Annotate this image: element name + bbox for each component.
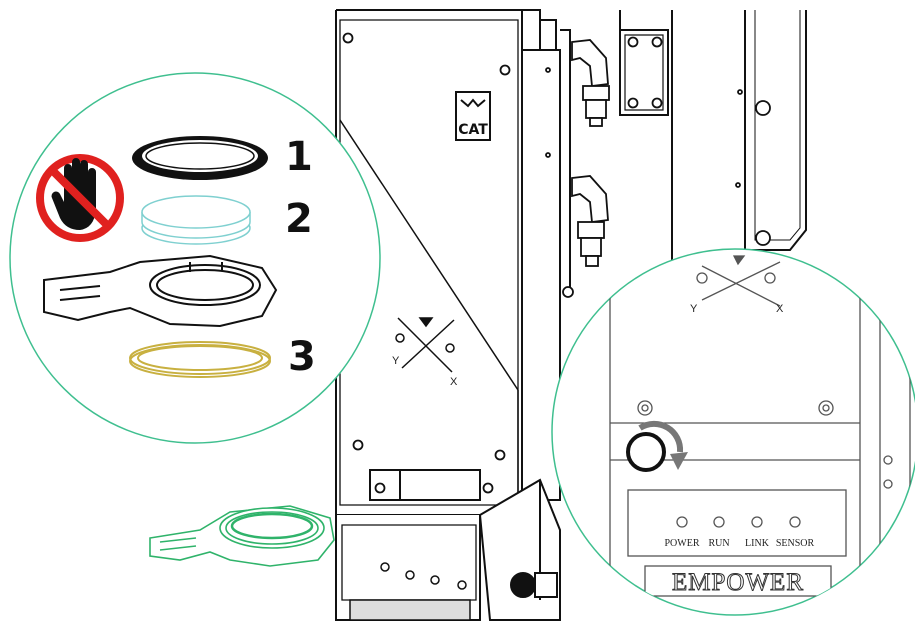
retaining-ring: [132, 136, 268, 180]
xy-alignment-mark: Y X: [392, 317, 458, 388]
panel-callout: Y X POWER RUN LINK SENSOR EMPOWER: [551, 248, 915, 616]
lens-clamp: [43, 254, 278, 328]
cat-logo: CAT: [455, 91, 491, 141]
led-label-sensor: SENSOR: [776, 538, 815, 549]
callout-number-1: 1: [285, 134, 313, 180]
axis-y-label: Y: [392, 355, 400, 367]
cat-logo-text: CAT: [458, 122, 488, 138]
head-led-strip: [349, 562, 471, 621]
axis-x-label: X: [450, 376, 458, 388]
rotate-clockwise-arrow-icon: [626, 420, 688, 472]
callout-number-3: 3: [288, 334, 316, 380]
protective-lens: [141, 195, 251, 245]
brand-nameplate: EMPOWER: [672, 569, 804, 596]
panel-axis-x-label: X: [776, 303, 784, 315]
led-label-power: POWER: [665, 538, 700, 549]
connector-knob: [510, 572, 558, 598]
led-label-run: RUN: [708, 538, 729, 549]
no-touch-hand-icon: [36, 154, 124, 242]
panel-axis-y-label: Y: [690, 303, 698, 315]
seal-gasket: [129, 341, 271, 378]
led-label-link: LINK: [745, 538, 770, 549]
water-fittings: [571, 39, 610, 267]
green-clamp: [149, 505, 335, 567]
callout-number-2: 2: [285, 196, 313, 242]
parts-callout: 1 2 3: [9, 72, 381, 444]
